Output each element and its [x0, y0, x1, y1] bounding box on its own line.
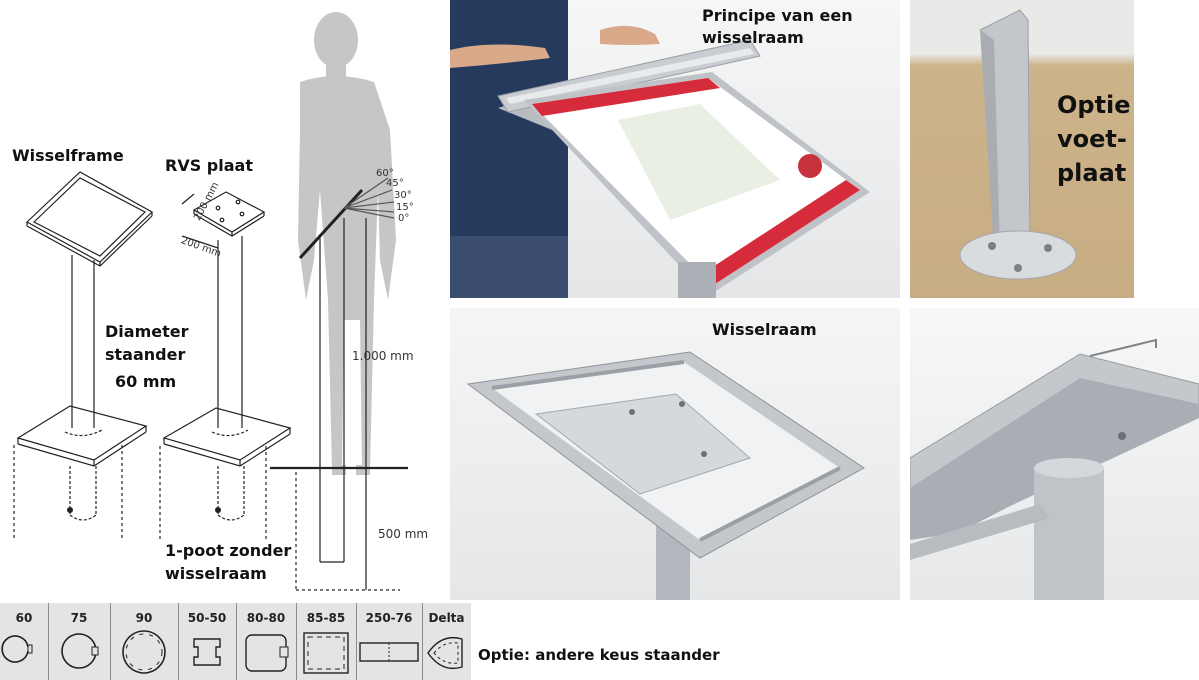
photo-principe-illustration — [450, 0, 870, 298]
profile-options-strip: 60 75 90 50-50 80-80 85-85 250-76 Delta — [0, 603, 471, 680]
profile-50-50[interactable]: 50-50 — [178, 603, 237, 680]
technical-drawing: 200 mm 200 mm 60° 45° 30° 15° 0° 1.000 m… — [0, 0, 450, 603]
profile-90[interactable]: 90 — [110, 603, 179, 680]
principe-label-line2: wisselraam — [702, 28, 804, 47]
side-view-stand-drawing — [270, 177, 408, 591]
angle-15-label: 15° — [396, 202, 414, 213]
photo-closeup-illustration — [910, 338, 1199, 600]
photo-principe-wisselraam: Principe van een wisselraam — [450, 0, 900, 298]
wisselframe-stand-drawing — [13, 171, 154, 540]
profile-75-label: 75 — [70, 611, 88, 625]
profile-75-icon — [61, 633, 99, 669]
photo-optie-voetplaat: Optie voet- plaat — [910, 0, 1134, 298]
photo-wisselraam-illustration — [466, 351, 865, 600]
wisselraam-label: wisselraam — [165, 564, 267, 583]
angle-45-label: 45° — [386, 178, 404, 189]
profile-75[interactable]: 75 — [48, 603, 111, 680]
optie-line1: Optie — [1057, 91, 1131, 119]
profile-80-80-label: 80-80 — [246, 611, 286, 625]
wisselframe-label: Wisselframe — [12, 146, 124, 165]
staander-label: staander — [105, 345, 186, 364]
profile-85-85-label: 85-85 — [306, 611, 346, 625]
profile-90-icon — [122, 630, 166, 674]
angle-30-label: 30° — [394, 190, 412, 201]
profile-60-icon — [1, 635, 33, 663]
optie-voetplaat-text: Optie voet- plaat — [1057, 88, 1131, 190]
profile-85-85-icon — [303, 632, 349, 674]
diameter-value: 60 mm — [115, 372, 177, 391]
wisselraam-photo-label: Wisselraam — [712, 320, 817, 339]
diameter-label: Diameter — [105, 322, 189, 341]
profile-80-80[interactable]: 80-80 — [236, 603, 297, 680]
profile-delta[interactable]: Delta — [422, 603, 471, 680]
optie-line2: voet- — [1057, 125, 1127, 153]
human-silhouette-icon — [298, 12, 396, 475]
angle-0-label: 0° — [398, 213, 410, 224]
profile-80-80-icon — [245, 634, 289, 672]
angle-60-label: 60° — [376, 168, 394, 179]
rvs-plaat-label: RVS plaat — [165, 156, 253, 175]
profile-caption: Optie: andere keus staander — [478, 646, 720, 664]
profile-250-76[interactable]: 250-76 — [356, 603, 423, 680]
profile-60[interactable]: 60 — [0, 603, 49, 680]
optie-line3: plaat — [1057, 159, 1127, 187]
profile-delta-label: Delta — [428, 611, 465, 625]
photo-wisselraam: Wisselraam — [450, 308, 900, 600]
profile-90-label: 90 — [135, 611, 153, 625]
photo-closeup-mount — [910, 308, 1199, 600]
profile-50-50-label: 50-50 — [187, 611, 227, 625]
depth-500-label: 500 mm — [378, 527, 429, 541]
profile-250-76-label: 250-76 — [365, 611, 413, 625]
profile-50-50-icon — [193, 638, 221, 666]
1poot-label: 1-poot zonder — [165, 541, 292, 560]
principe-label-line1: Principe van een — [702, 6, 853, 25]
profile-85-85[interactable]: 85-85 — [296, 603, 357, 680]
rvs-plate-stand-drawing — [159, 191, 292, 540]
profile-250-76-icon — [359, 642, 419, 662]
profile-60-label: 60 — [15, 611, 33, 625]
height-1000-label: 1.000 mm — [352, 349, 414, 363]
photo-voetplaat-illustration — [959, 9, 1077, 280]
profile-delta-icon — [427, 636, 463, 670]
